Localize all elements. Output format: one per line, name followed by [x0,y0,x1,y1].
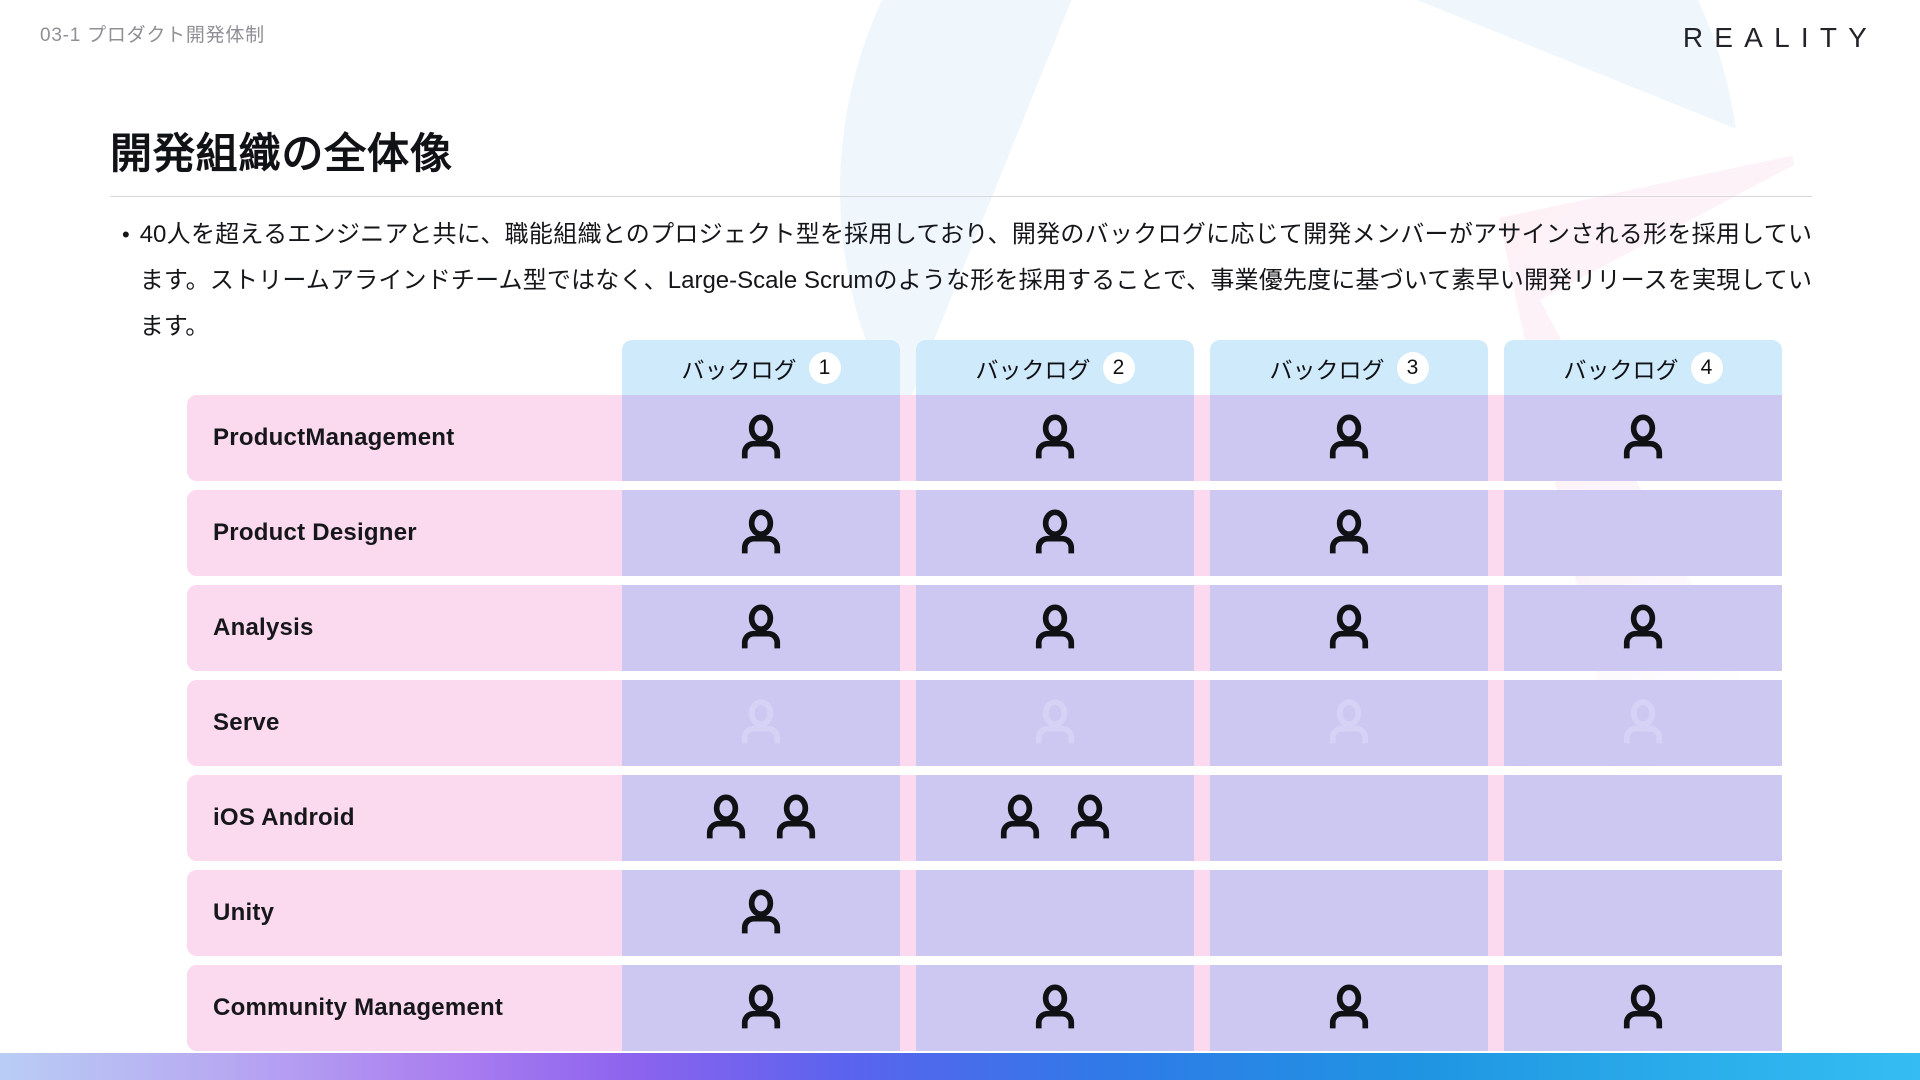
person-icon [1323,697,1375,749]
matrix-row-cells [622,585,1782,671]
matrix-row: ProductManagement [187,395,1782,481]
column-header-badge: 2 [1102,351,1135,384]
column-header-label: バックログ [681,356,797,383]
matrix-cell-r6-c1 [622,870,900,956]
matrix-cell-r2-c1 [622,490,900,576]
backlog-assignment-matrix: バックログ 1 バックログ 2 バックログ 3 バックログ 4 ProductManageme… [187,340,1782,1060]
matrix-row-cells [622,680,1782,766]
matrix-cell-r6-c3 [1210,870,1488,956]
matrix-cell-r5-c3 [1210,775,1488,861]
person-icon [735,602,787,654]
matrix-header-row: バックログ 1 バックログ 2 バックログ 3 バックログ 4 [622,340,1782,395]
person-icon [735,697,787,749]
matrix-row-cells [622,775,1782,861]
column-header-badge: 3 [1396,351,1429,384]
matrix-row: Analysis [187,585,1782,671]
person-icon [700,792,752,844]
matrix-cell-r6-c4 [1504,870,1782,956]
matrix-cell-r1-c3 [1210,395,1488,481]
matrix-cell-r2-c3 [1210,490,1488,576]
matrix-cell-r4-c2 [916,680,1194,766]
matrix-row-label: Analysis [187,585,622,671]
bottom-gradient-bar [0,1053,1920,1080]
title-divider [110,196,1812,197]
column-header-label: バックログ [975,356,1091,383]
matrix-row-cells [622,870,1782,956]
person-icon [735,412,787,464]
matrix-cell-r7-c2 [916,965,1194,1051]
matrix-cell-r3-c1 [622,585,900,671]
person-icon [770,792,822,844]
section-label: 03-1 プロダクト開発体制 [40,25,265,46]
matrix-cell-r7-c4 [1504,965,1782,1051]
page-title: 開発組織の全体像 [110,130,453,177]
matrix-cell-r2-c4 [1504,490,1782,576]
matrix-cell-r1-c1 [622,395,900,481]
slide-header: 03-1 プロダクト開発体制 REALITY [0,0,1920,70]
person-icon [1029,507,1081,559]
matrix-column-header-2: バックログ 2 [916,340,1194,395]
matrix-row-label: ProductManagement [187,395,622,481]
person-icon [994,792,1046,844]
matrix-cell-r2-c2 [916,490,1194,576]
matrix-row-cells [622,490,1782,576]
matrix-cell-r5-c2 [916,775,1194,861]
matrix-cell-r5-c4 [1504,775,1782,861]
matrix-row: Product Designer [187,490,1782,576]
matrix-column-header-4: バックログ 4 [1504,340,1782,395]
matrix-row: Community Management [187,965,1782,1051]
person-icon [735,887,787,939]
matrix-row-label: Product Designer [187,490,622,576]
person-icon [1617,412,1669,464]
body-bullet: • 40人を超えるエンジニアと共に、職能組織とのプロジェクト型を採用しており、開… [122,212,1812,350]
person-icon [735,982,787,1034]
person-icon [1323,412,1375,464]
matrix-column-header-3: バックログ 3 [1210,340,1488,395]
matrix-row-label: Serve [187,680,622,766]
person-icon [1323,507,1375,559]
column-header-badge: 4 [1690,351,1723,384]
matrix-row: iOS Android [187,775,1782,861]
matrix-cell-r3-c4 [1504,585,1782,671]
person-icon [1029,982,1081,1034]
column-header-label: バックログ [1269,356,1385,383]
person-icon [1323,982,1375,1034]
matrix-row-label: Community Management [187,965,622,1051]
person-icon [1617,697,1669,749]
person-icon [1029,412,1081,464]
matrix-cell-r6-c2 [916,870,1194,956]
matrix-row-cells [622,965,1782,1051]
person-icon [1029,602,1081,654]
person-icon [735,507,787,559]
matrix-row-cells [622,395,1782,481]
column-header-label: バックログ [1563,356,1679,383]
matrix-cell-r4-c3 [1210,680,1488,766]
person-icon [1064,792,1116,844]
person-icon [1617,602,1669,654]
matrix-cell-r5-c1 [622,775,900,861]
matrix-cell-r3-c3 [1210,585,1488,671]
matrix-column-header-1: バックログ 1 [622,340,900,395]
matrix-row: Serve [187,680,1782,766]
matrix-cell-r3-c2 [916,585,1194,671]
person-icon [1617,982,1669,1034]
matrix-row: Unity [187,870,1782,956]
person-icon [1029,697,1081,749]
matrix-cell-r1-c4 [1504,395,1782,481]
matrix-cell-r7-c3 [1210,965,1488,1051]
person-icon [1323,602,1375,654]
brand-logo: REALITY [1682,22,1878,53]
body-text: 40人を超えるエンジニアと共に、職能組織とのプロジェクト型を採用しており、開発の… [139,221,1812,340]
matrix-cell-r4-c4 [1504,680,1782,766]
matrix-cell-r7-c1 [622,965,900,1051]
column-header-badge: 1 [808,351,841,384]
matrix-row-label: iOS Android [187,775,622,861]
matrix-cell-r4-c1 [622,680,900,766]
matrix-row-label: Unity [187,870,622,956]
bullet-marker: • [122,222,130,247]
matrix-cell-r1-c2 [916,395,1194,481]
